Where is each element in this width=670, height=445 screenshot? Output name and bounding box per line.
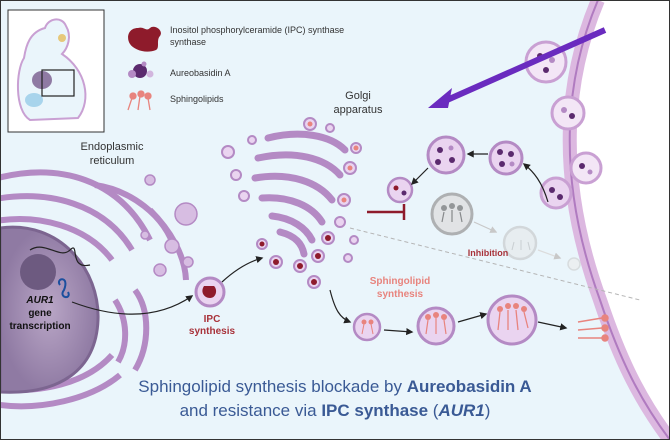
sphingo-arrow-1: [383, 327, 414, 336]
sphingolipid-vesicle-1: [352, 312, 382, 342]
aureobasidin-entry-arrowhead: [428, 88, 452, 108]
ipc-label-2: synthesis: [189, 326, 236, 337]
transcription-arrow: [71, 295, 194, 315]
aureobasidin-vesicle-2: [426, 135, 466, 175]
membrane-sphingolipids: [577, 314, 609, 342]
extracellular-space: [569, 0, 670, 440]
ipc-label-1: IPC: [204, 314, 221, 325]
golgi-to-sphingo-arrow: [329, 289, 352, 324]
endocytosis-arrow: [522, 163, 549, 203]
nucleus: [0, 225, 100, 394]
sphingolipid-synthesis-label-2: synthesis: [377, 289, 424, 300]
golgi-label-1: Golgi: [345, 90, 371, 102]
inhibition-symbol: [367, 204, 406, 220]
golgi-label-2: apparatus: [334, 104, 383, 116]
endocytic-vesicles: [524, 40, 603, 210]
faded-vesicle-small: [567, 257, 581, 271]
cell-inset: [7, 9, 105, 133]
ipc-synthase-icon: [128, 26, 161, 52]
golgi-ipc-cargo: [259, 235, 331, 285]
faded-vesicle: [502, 225, 538, 261]
sphingolipid-vesicle-2: [416, 306, 456, 346]
sphingo-arrow-2: [457, 312, 488, 323]
blocked-pathway-dashed-line: [349, 227, 641, 301]
inhibited-vesicle: [430, 192, 474, 236]
faded-arrow: [537, 249, 562, 260]
sphingo-arrow-3: [537, 321, 568, 331]
endoplasmic-reticulum: [0, 169, 189, 410]
sphingolipid-synthesis-label-1: Sphingolipid: [370, 276, 431, 287]
legend: Inositol phosphorylceramide (IPC) syntha…: [127, 25, 344, 111]
golgi-apparatus: [251, 130, 349, 258]
legend-sphingolipids-label: Sphingolipids: [170, 94, 224, 104]
legend-ipc-label-2: synthase: [170, 37, 206, 47]
gene-label: gene: [28, 308, 52, 319]
legend-ipc-label: Inositol phosphorylceramide (IPC) syntha…: [170, 25, 344, 35]
blocked-arrow: [473, 221, 498, 233]
ipc-to-golgi-arrow: [221, 256, 264, 283]
golgi-sphingolipid-cargo: [307, 121, 359, 203]
er-label-2: reticulum: [90, 155, 135, 167]
er-vesicles: [140, 174, 198, 277]
caption-line-1: Sphingolipid synthesis blockade by Aureo…: [138, 377, 531, 396]
caption-line-2: and resistance via IPC synthase (AUR1): [180, 401, 491, 420]
sphingolipid-icon: [127, 90, 152, 111]
sphingolipid-vesicle-3: [486, 294, 538, 346]
transcription-label: transcription: [9, 321, 70, 332]
legend-aureobasidin-label: Aureobasidin A: [170, 68, 231, 78]
to-golgi-arrow: [410, 167, 429, 186]
aureobasidin-vesicle-1: [488, 140, 524, 176]
inhibition-label: Inhibition: [468, 248, 509, 258]
aureobasidin-vesicle-3: [386, 176, 414, 204]
aureobasidin-icon: [128, 61, 154, 78]
er-label-1: Endoplasmic: [81, 141, 144, 153]
ipc-vesicle: [194, 276, 226, 308]
cell-membrane-line: [568, 0, 670, 441]
aureobasidin-entry-arrow: [436, 27, 607, 107]
aur1-gene-label: AUR1: [25, 295, 54, 306]
